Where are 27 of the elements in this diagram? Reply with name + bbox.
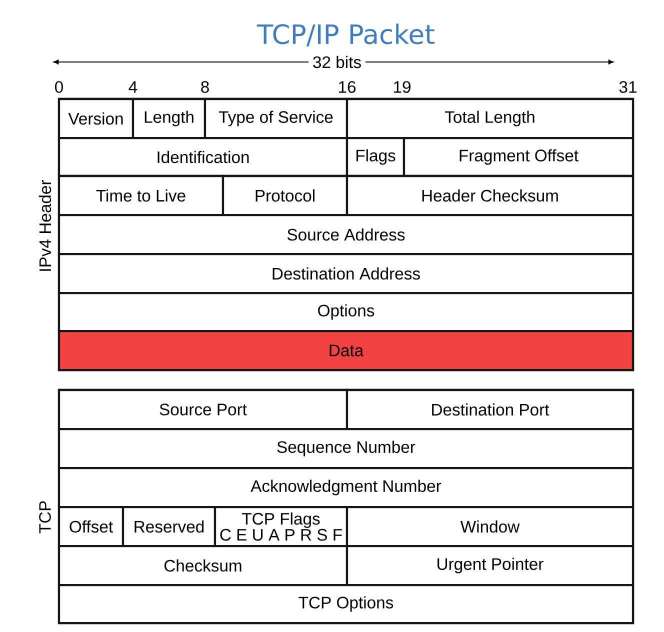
field-cell: TCP Options <box>58 584 634 624</box>
section-label: IPv4 Header <box>38 180 52 271</box>
field-cell: Offset <box>58 506 124 548</box>
field-cell: Urgent Pointer <box>346 544 634 586</box>
field-cell: Flags <box>346 136 406 178</box>
field-cell: Destination Address <box>58 252 634 294</box>
field-cell: Length <box>132 98 206 140</box>
field-cell: Type of Service <box>204 98 348 140</box>
field-cell: Sequence Number <box>58 428 634 470</box>
field-cell: Protocol <box>222 174 348 216</box>
field-cell: Reserved <box>122 506 216 548</box>
bit-number: 16 <box>339 81 356 93</box>
data-band: Data <box>58 330 634 372</box>
bit-number: 8 <box>201 81 209 93</box>
field-cell: Time to Live <box>58 174 224 216</box>
section-label: TCP <box>39 501 51 534</box>
title: TCP/IP Packet <box>256 24 434 46</box>
bit-number: 19 <box>394 81 410 93</box>
field-cell: Source Port <box>58 388 348 430</box>
bit-number: 31 <box>619 81 636 93</box>
bit-number: 4 <box>128 81 138 93</box>
field-cell: Version <box>58 98 134 140</box>
field-cell: Destination Port <box>346 388 634 430</box>
field-cell: TCP Flags C E U A P R S F <box>214 506 348 548</box>
field-cell: Options <box>58 292 634 332</box>
bit-number: 0 <box>55 81 63 93</box>
dimension-label: 32 bits <box>308 52 366 72</box>
